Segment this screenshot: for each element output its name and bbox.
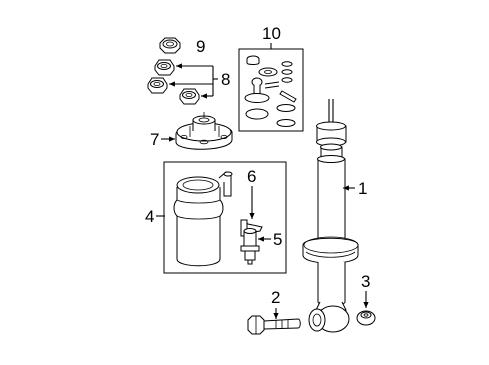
bolt-part-2 (247, 315, 301, 335)
callout-6: 6 (247, 167, 256, 186)
callout-7: 7 (150, 130, 159, 149)
callout-5: 5 (273, 230, 282, 249)
callout-8: 8 (221, 70, 230, 89)
callout-1: 1 (358, 179, 367, 198)
sensor-part-5 (240, 228, 260, 265)
hardware-kit-part-10 (238, 48, 304, 132)
leader-lines (156, 43, 369, 319)
nut-part-9 (159, 37, 181, 54)
nuts-part-8 (147, 59, 200, 105)
callout-3: 3 (361, 272, 370, 291)
callout-4: 4 (145, 207, 154, 226)
callout-2: 2 (271, 288, 280, 307)
callout-labels: 1 2 3 4 5 6 7 8 9 10 (145, 24, 370, 307)
callout-9: 9 (196, 37, 205, 56)
callout-10: 10 (262, 24, 281, 43)
nut-part-3 (356, 310, 376, 326)
shock-absorber-part-1 (302, 99, 359, 333)
air-spring-kit-part-4 (163, 161, 287, 274)
upper-mount-part-7 (175, 112, 233, 150)
